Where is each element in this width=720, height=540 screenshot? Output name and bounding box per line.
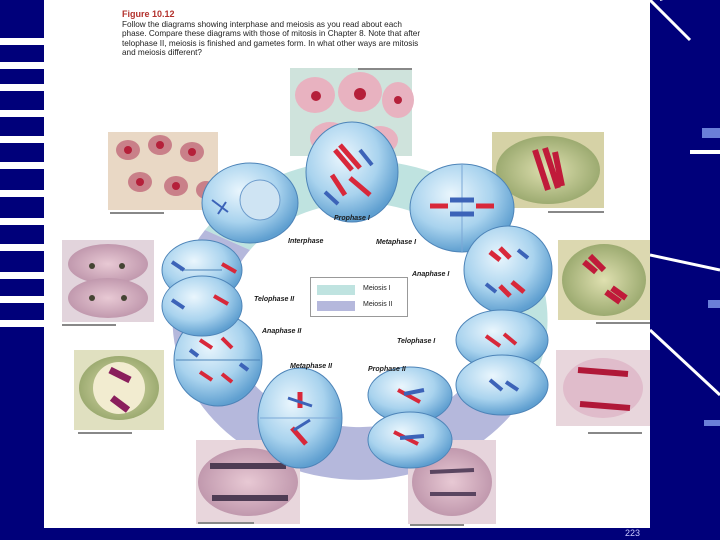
legend-swatch-meiosis-1 — [317, 285, 355, 295]
label-telophase-1: Telophase I — [397, 338, 435, 345]
label-prophase-1: Prophase I — [334, 215, 370, 222]
micrograph-anaphase-1 — [558, 240, 650, 324]
micrograph-interphase — [108, 132, 218, 214]
cell-metaphase-2 — [258, 368, 342, 468]
micrograph-anaphase-2 — [74, 350, 164, 434]
legend-label-meiosis-2: Meiosis II — [363, 301, 393, 308]
cell-anaphase-1 — [464, 226, 552, 314]
label-anaphase-1: Anaphase I — [412, 271, 449, 278]
micrograph-telophase-1 — [556, 350, 650, 434]
label-metaphase-2: Metaphase II — [290, 363, 332, 370]
label-interphase: Interphase — [288, 238, 323, 245]
label-metaphase-1: Metaphase I — [376, 239, 416, 246]
legend: Meiosis I Meiosis II — [310, 277, 408, 317]
label-telophase-2: Telophase II — [254, 296, 294, 303]
cell-telophase-2 — [162, 240, 242, 336]
legend-label-meiosis-1: Meiosis I — [363, 285, 391, 292]
cell-prophase-1 — [306, 122, 398, 222]
cell-interphase — [202, 163, 298, 243]
label-anaphase-2: Anaphase II — [262, 328, 301, 335]
legend-swatch-meiosis-2 — [317, 301, 355, 311]
micrograph-telophase-2 — [62, 240, 154, 326]
label-prophase-2: Prophase II — [368, 366, 406, 373]
